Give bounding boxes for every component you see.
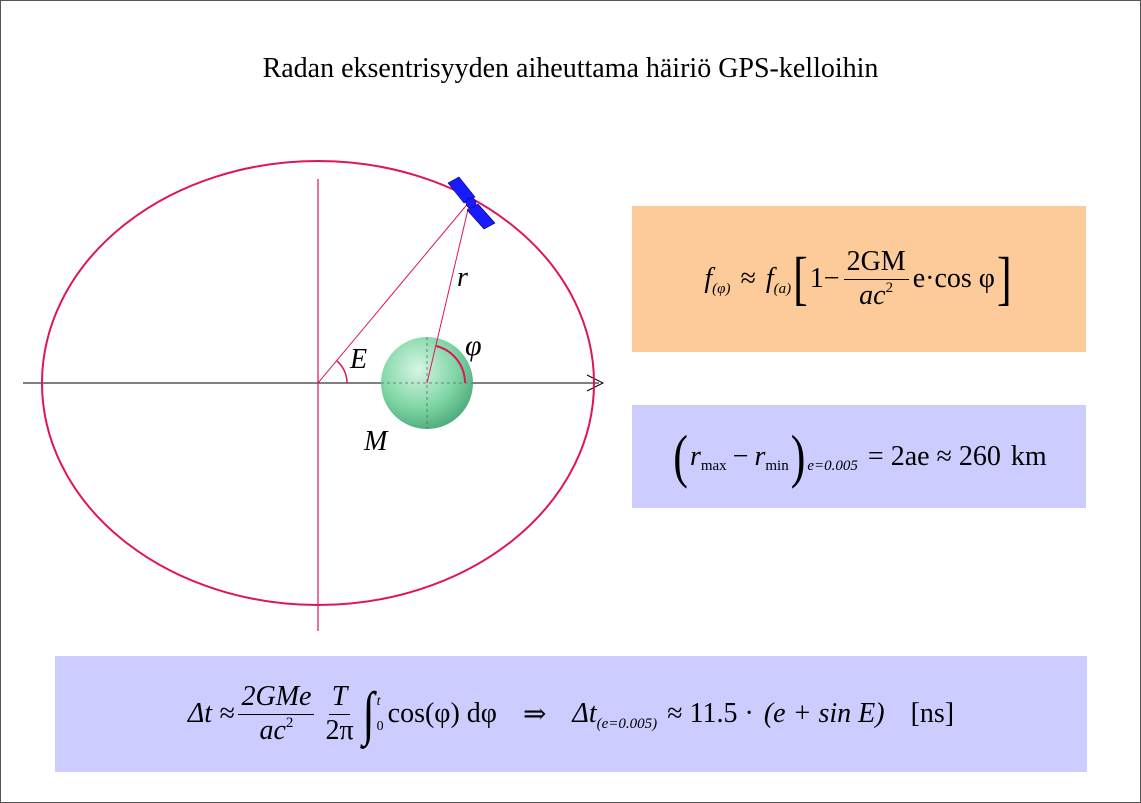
delta-t-2: Δt	[572, 698, 597, 729]
minus-sign: −	[732, 440, 749, 472]
period-fraction: T 2π	[322, 681, 356, 746]
implies-arrow: ⇒	[522, 699, 547, 730]
integral-upper-limit: t	[376, 693, 381, 709]
eccentric-anomaly-line	[317, 200, 471, 384]
r-min-symbol: r	[754, 440, 766, 472]
slide-title: Radan eksentrisyyden aiheuttama häiriö G…	[262, 53, 879, 84]
delta-t-approx: Δt ≈	[187, 698, 235, 729]
angle-phi-arc	[435, 345, 467, 384]
eq-f-symbol: f	[704, 263, 713, 294]
time-coefficient: ≈ 11.5 ·	[667, 698, 754, 729]
frequency-equation-box: f(φ) ≈ f(a) [ 1− 2GM ac2 e·cos φ ]	[632, 206, 1086, 352]
time-unit: [ns]	[910, 698, 955, 729]
gme-fraction: 2GMe ac2	[238, 681, 315, 746]
eq-a-subscript: (a)	[773, 280, 792, 297]
label-E: E	[349, 344, 367, 375]
x-axis-arrowhead	[586, 374, 605, 392]
eq-approx-sign: ≈	[740, 263, 756, 294]
period-numerator: T	[328, 681, 351, 715]
integral-lower-limit: 0	[376, 719, 384, 734]
eq-f-symbol-2: f	[765, 263, 774, 294]
radius-unit: km	[1010, 440, 1047, 472]
eq-one-minus: 1−	[809, 263, 840, 294]
eq-denominator-exponent: 2	[885, 279, 894, 296]
r-max-symbol: r	[689, 440, 701, 472]
satellite-icon	[447, 176, 496, 230]
r-min-subscript: min	[765, 458, 789, 474]
label-r: r	[457, 262, 468, 293]
frequency-equation: f(φ) ≈ f(a) [ 1− 2GM ac2 e·cos φ ]	[704, 245, 1012, 312]
radius-line	[426, 200, 471, 384]
r-max-subscript: max	[700, 458, 727, 474]
period-denominator: 2π	[325, 714, 354, 746]
integrand: cos(φ) dφ	[387, 698, 497, 729]
time-drift-box: Δt ≈ 2GMe ac2 T 2π ∫ t 0 cos(φ) dφ ⇒ Δt(…	[55, 656, 1087, 772]
label-phi: φ	[465, 329, 482, 362]
eq-fraction: 2GM ac2	[843, 246, 909, 311]
radius-rhs: = 2ae ≈ 260	[867, 440, 1001, 472]
eq-denominator: ac	[859, 279, 886, 311]
delta-t-condition: (e=0.005)	[596, 715, 658, 732]
angle-E-arc	[336, 360, 348, 384]
gme-denominator: ac	[259, 714, 286, 746]
gme-denominator-exponent: 2	[285, 714, 294, 731]
label-M: M	[363, 426, 389, 457]
orbit-ellipse	[41, 160, 595, 606]
eq-phi-subscript: (φ)	[712, 280, 731, 297]
integral-sign: ∫	[362, 680, 375, 747]
eccentricity-condition: e=0.005	[807, 458, 858, 474]
gme-numerator: 2GMe	[238, 681, 315, 715]
eq-numerator: 2GM	[843, 246, 909, 280]
time-expression: (e + sin E)	[763, 698, 885, 729]
eq-tail: e·cos φ	[912, 263, 995, 294]
time-equation: Δt ≈ 2GMe ac2 T 2π ∫ t 0 cos(φ) dφ ⇒ Δt(…	[188, 681, 954, 746]
